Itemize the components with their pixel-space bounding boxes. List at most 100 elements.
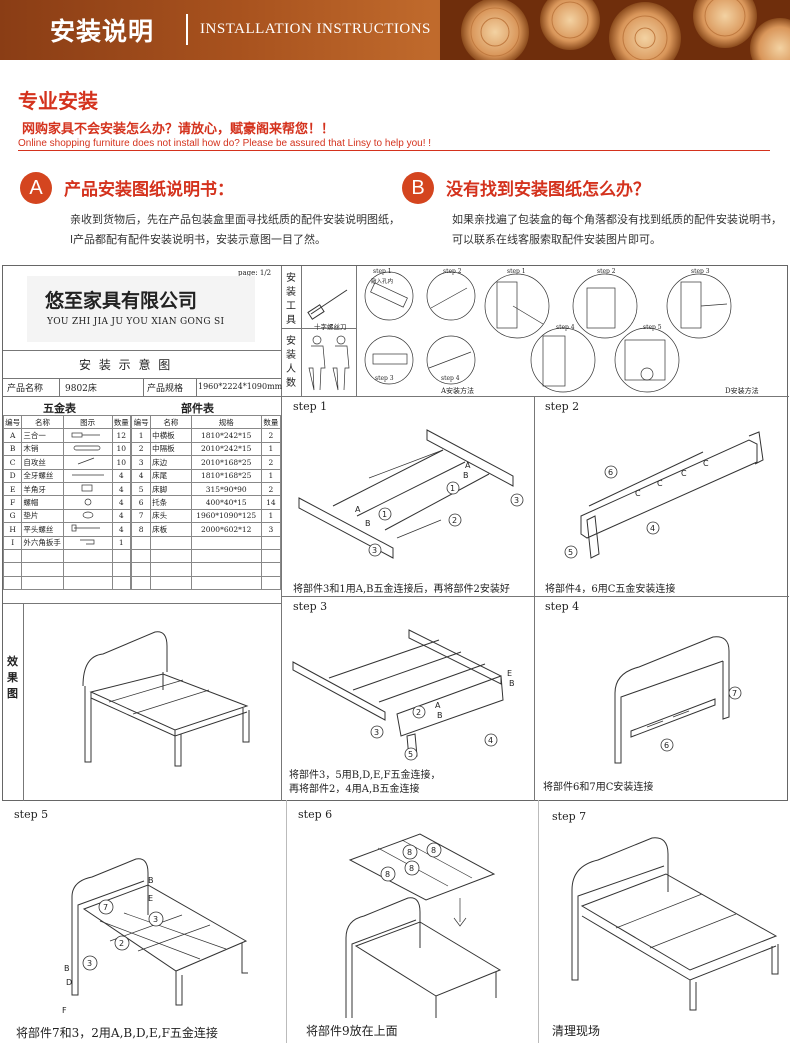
part-no: 5 [130, 481, 152, 497]
hw-name: 垫片 [21, 508, 64, 524]
small-step-label: step 2 [597, 268, 616, 275]
banner-separator [186, 14, 188, 45]
hw-qty: 4 [111, 481, 132, 497]
hw-name: 平头螺丝 [21, 522, 64, 537]
svg-text:8: 8 [385, 870, 390, 879]
step6-caption: 将部件9放在上面 [306, 1024, 398, 1038]
svg-text:A: A [355, 505, 361, 514]
section-a-heading: 产品安装图纸说明书： [64, 180, 234, 200]
svg-text:3: 3 [514, 496, 519, 505]
hw-qty: 10 [111, 441, 132, 457]
intro-title: 专业安装 [18, 89, 98, 113]
tools-label: 安装工具 [286, 273, 296, 326]
divider [59, 378, 60, 396]
hw-name: 自攻丝 [21, 455, 64, 470]
hw-qty: 4 [111, 468, 132, 483]
part-name: 中横板 [150, 428, 192, 443]
step1-caption: 将部件3和1用A,B五金连接后，再将部件2安装好 [293, 584, 510, 595]
svg-text:A: A [435, 701, 441, 710]
hw-no: F [2, 495, 23, 510]
two-people-icon [308, 335, 350, 391]
hardware-table-title: 五金表 [43, 402, 76, 415]
section-b-badge: B [402, 172, 434, 204]
hw-qty: 4 [111, 522, 132, 537]
step6-label: step 6 [298, 808, 333, 821]
small-step-label: step 3 [375, 375, 394, 382]
part-qty: 1 [260, 508, 282, 524]
svg-text:8: 8 [407, 848, 412, 857]
hw-no: E [2, 481, 23, 497]
part-qty: 2 [260, 455, 282, 470]
small-step-label: step 3 [691, 268, 710, 275]
hw-qty: 10 [111, 455, 132, 470]
step4-drawing: 7 6 [614, 636, 742, 764]
hw-image [62, 495, 113, 510]
part-spec: 2010*168*25 [190, 455, 262, 470]
hw-image [62, 455, 113, 470]
hw-no: A [2, 428, 23, 443]
parts-header: 规格 [190, 414, 262, 430]
method-a-diagram [364, 271, 476, 385]
part-name: 床尾 [150, 468, 192, 483]
intro-subtitle: 网购家具不会安装怎么办？请放心，赋豪阁来帮您！！ [22, 122, 335, 137]
svg-text:B: B [463, 471, 469, 480]
installation-sheet: page: 1/2 悠至家具有限公司 YOU ZHI JIA JU YOU XI… [2, 265, 789, 801]
step7-caption: 清理现场 [552, 1024, 601, 1038]
svg-text:5: 5 [568, 548, 573, 557]
divider [286, 800, 287, 1043]
divider [281, 328, 356, 329]
divider [534, 396, 535, 801]
svg-text:4: 4 [488, 736, 493, 745]
small-step-label: step 4 [441, 375, 460, 382]
part-no: 2 [130, 441, 152, 457]
parts-header: 编号 [130, 414, 152, 430]
method-d-label: D安装方法 [725, 387, 759, 395]
svg-text:F: F [62, 1006, 67, 1015]
part-name: 床边 [150, 455, 192, 470]
hardware-header: 名称 [21, 414, 64, 430]
part-spec: 400*40*15 [190, 495, 262, 510]
product-spec-value: 1960*2224*1090mm [198, 382, 283, 391]
part-spec: 1810*168*25 [190, 468, 262, 483]
part-name: 床脚 [150, 481, 192, 497]
hw-no: D [2, 468, 23, 483]
step3-caption-line2: 再将部件2，4用A,B五金连接 [289, 784, 420, 795]
hw-image [62, 468, 113, 483]
divider [356, 266, 357, 396]
effect-label: 效果图 [7, 655, 18, 700]
svg-text:A: A [465, 461, 471, 470]
parts-table-title: 部件表 [181, 402, 214, 415]
svg-text:E: E [507, 669, 512, 678]
hw-name: 外六角扳手 [21, 535, 64, 550]
svg-text:2: 2 [452, 516, 457, 525]
part-name: 托条 [150, 495, 192, 510]
svg-text:3: 3 [374, 728, 379, 737]
method-d-diagram [484, 273, 732, 393]
small-step-label: step 2 [443, 268, 462, 275]
hw-image [62, 481, 113, 497]
part-name: 中隔板 [150, 441, 192, 457]
part-spec: 2010*242*15 [190, 441, 262, 457]
small-step-label: step 1 [507, 268, 526, 275]
svg-text:4: 4 [650, 524, 655, 533]
people-label: 安装人数 [286, 336, 296, 389]
divider [281, 266, 282, 396]
section-b-heading: 没有找到安装图纸怎么办？ [446, 180, 650, 200]
part-qty: 3 [260, 522, 282, 537]
hw-no: H [2, 522, 23, 537]
hw-name: 三合一 [21, 428, 64, 443]
part-no: 6 [130, 495, 152, 510]
hardware-header: 图示 [62, 414, 113, 430]
step7-drawing [571, 837, 779, 1011]
divider [3, 378, 281, 379]
step3-drawing: 2 3 4 5 EB AB [292, 629, 515, 761]
step5-label: step 5 [14, 808, 49, 821]
svg-text:B: B [148, 876, 154, 885]
svg-text:B: B [365, 519, 371, 528]
